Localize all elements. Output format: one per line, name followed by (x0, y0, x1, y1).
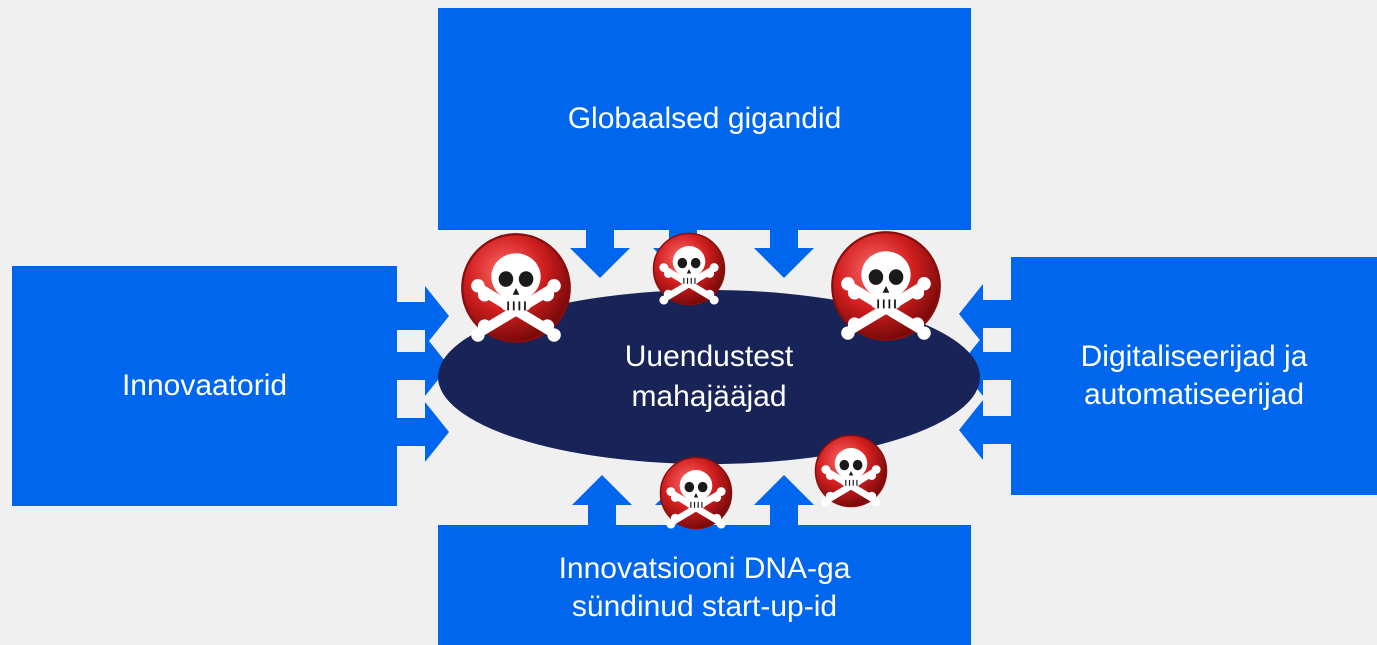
bottom-box-line-2: sündinud start-up-id (571, 590, 838, 623)
arrow-down-1 (570, 228, 630, 278)
arrow-right-3 (395, 402, 449, 462)
bottom-box-line-1: Innovatsiooni DNA-ga (558, 552, 851, 585)
skull-crossbones-icon (652, 232, 726, 306)
top-box-label: Globaalsed gigandid (567, 102, 842, 135)
arrow-right-2 (395, 336, 449, 396)
right-box: Digitaliseerijad ja automatiseerijad (1011, 257, 1377, 495)
skull-crossbones-icon (814, 434, 888, 508)
arrow-left-1 (959, 284, 1013, 344)
center-line-1: Uuendustest (624, 340, 794, 373)
right-box-line-1: Digitaliseerijad ja (1080, 340, 1308, 373)
arrow-down-3 (754, 228, 814, 278)
right-box-line-2: automatiseerijad (1083, 378, 1305, 411)
skull-crossbones-icon (460, 232, 572, 344)
left-box-label: Innovaatorid (121, 369, 288, 402)
center-line-2: mahajääjad (631, 380, 787, 413)
arrow-up-1 (572, 475, 632, 527)
arrow-right-1 (395, 286, 449, 346)
top-box: Globaalsed gigandid (438, 8, 971, 230)
skull-crossbones-icon (659, 456, 733, 530)
left-box: Innovaatorid (12, 266, 397, 506)
bottom-box: Innovatsiooni DNA-ga sündinud start-up-i… (438, 525, 971, 645)
skull-crossbones-icon (830, 230, 942, 342)
arrow-left-3 (959, 400, 1013, 460)
arrow-up-3 (754, 475, 814, 527)
